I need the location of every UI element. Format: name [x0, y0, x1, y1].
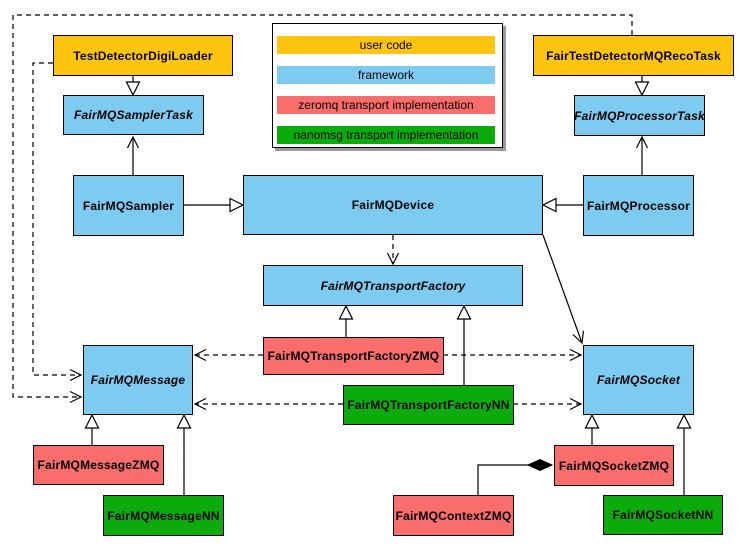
node-fairmqsocketzmq: FairMQSocketZMQ [554, 445, 674, 486]
legend-item-nanomsg: nanomsg transport implementation [277, 126, 495, 144]
legend-item-user-code: user code [277, 36, 495, 54]
node-fairmqmessage: FairMQMessage [83, 345, 193, 415]
node-fairmqmessagenn: FairMQMessageNN [103, 495, 224, 536]
node-fairmqdevice: FairMQDevice [243, 175, 543, 235]
node-fairmqtransportfactoryzmq: FairMQTransportFactoryZMQ [263, 337, 444, 375]
node-fairmqtransportfactorynn: FairMQTransportFactoryNN [343, 385, 514, 425]
edge-digiloader-message [32, 62, 83, 382]
legend-item-zeromq: zeromq transport implementation [277, 96, 495, 114]
node-fairmqmessagezmq: FairMQMessageZMQ [33, 445, 164, 485]
node-fairmqtransportfactory: FairMQTransportFactory [263, 265, 523, 306]
node-fairmqsamplertask: FairMQSamplerTask [63, 95, 204, 135]
node-fairmqsocket: FairMQSocket [583, 345, 694, 415]
node-testdetectordigiloader: TestDetectorDigiLoader [53, 35, 233, 76]
legend: user code framework zeromq transport imp… [272, 23, 503, 148]
node-fairmqsampler: FairMQSampler [73, 175, 184, 236]
edge-recotask-message [12, 14, 633, 404]
edge-device-socket [542, 234, 585, 345]
edge-contextzmq-socketzmq [477, 458, 554, 495]
legend-item-framework: framework [277, 66, 495, 84]
node-fairmqcontextzmq: FairMQContextZMQ [393, 495, 514, 536]
node-fairmqsocketnn: FairMQSocketNN [603, 495, 723, 535]
node-fairtestdetectormqrecotask: FairTestDetectorMQRecoTask [533, 35, 734, 76]
node-fairmqprocessortask: FairMQProcessorTask [574, 95, 705, 136]
node-fairmqprocessor: FairMQProcessor [583, 175, 694, 236]
